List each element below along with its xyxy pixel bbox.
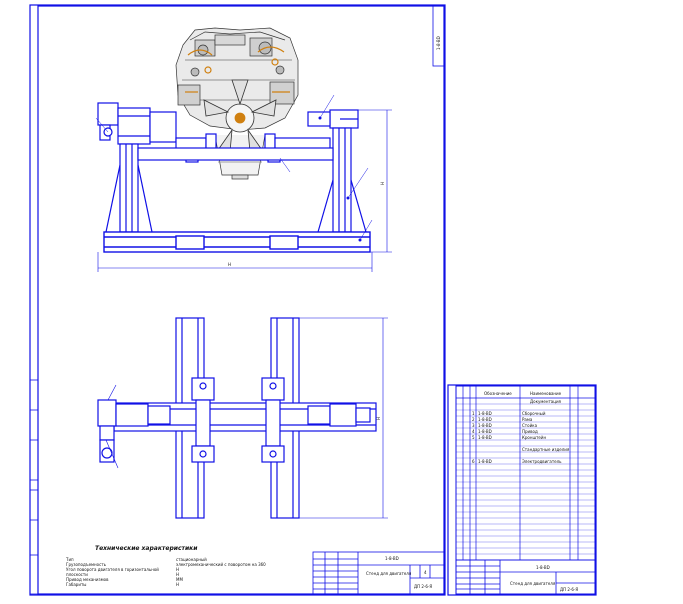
- tech-label-2: Грузоподъемность: [66, 562, 107, 567]
- spec-row-name: Стандартные изделия: [522, 447, 570, 452]
- title-block-1: [312, 551, 445, 595]
- spec-row-name: Рама: [522, 417, 533, 422]
- spec-row-name: Кронштейн: [522, 435, 546, 440]
- title-sheet-code: ДП 2-6-Я: [414, 584, 432, 589]
- tech-value-1: стационарный: [176, 557, 207, 562]
- left-column: [105, 143, 153, 233]
- spec-row-lines: [456, 403, 595, 555]
- left-drive-unit: [97, 102, 177, 145]
- title-doc-code: 1-8-BD: [385, 556, 399, 561]
- spec-section-header: Документация: [530, 399, 562, 404]
- title-block-2: [455, 559, 596, 595]
- tech-label-1: Тип: [65, 557, 74, 562]
- spec-doc-code: 1-8-BD: [536, 565, 550, 570]
- plan-view: [97, 317, 377, 519]
- sheet-2-specification: Обозначение Наименование Документация 1 …: [447, 384, 597, 596]
- cross-beam: [137, 147, 334, 161]
- title-name: Стенд для двигателя: [366, 571, 412, 576]
- spec-grid: [456, 386, 595, 561]
- title-sheet-number: 4: [424, 570, 427, 575]
- tech-value-6: Н: [176, 582, 179, 587]
- top-code-box: 1-8-BD: [432, 5, 445, 67]
- sheet-1: 1-8-BD: [29, 4, 446, 596]
- dim-plan-label: Н: [376, 417, 381, 420]
- tech-value-5: ММ: [176, 577, 183, 582]
- spec-col-name: Наименование: [530, 391, 562, 396]
- top-code-text: 1-8-BD: [436, 36, 441, 50]
- pulley-star: [203, 79, 277, 153]
- tech-value-3: Н: [176, 567, 179, 572]
- right-column: [317, 127, 367, 233]
- tech-label-5: Привод механизмов: [66, 577, 109, 582]
- spec-row-designation: 1-8-BD: [478, 411, 492, 416]
- tech-characteristics: Технические характеристики Тип Грузоподъ…: [65, 545, 266, 587]
- spec-col-designation: Обозначение: [484, 391, 512, 396]
- spec-row-name: Электродвигатель: [522, 459, 562, 464]
- front-view: Н Н: [95, 27, 392, 272]
- spec-row-designation: 1-8-BD: [478, 423, 492, 428]
- tech-heading: Технические характеристики: [95, 545, 198, 552]
- spec-row-name: Привод: [522, 429, 538, 434]
- spec-row-name: Стойка: [522, 423, 538, 428]
- plan-dimensions: [105, 317, 388, 519]
- spec-row-designation: 1-8-BD: [478, 435, 492, 440]
- spec-rows: 1 1-8-BD Сборочный 2 1-8-BD Рама 3 1-8-B…: [472, 411, 570, 464]
- spec-row-designation: 1-8-BD: [478, 417, 492, 422]
- right-bearing: [307, 109, 359, 129]
- spec-row-pos: 1: [472, 411, 475, 416]
- left-margin-stamps: [29, 379, 39, 595]
- leader-lines-front: [95, 94, 373, 241]
- dim-width-label: Н: [228, 262, 231, 267]
- leader-dots: [318, 116, 362, 242]
- dim-height-label: Н: [380, 182, 385, 185]
- engine-accents: [185, 46, 290, 93]
- spec-row-pos: 3: [472, 423, 475, 428]
- base-frame: [103, 231, 371, 253]
- tech-value-4: Н: [176, 572, 179, 577]
- spec-sheet-code: ДП 2-6-Я: [560, 587, 578, 592]
- spec-row-pos: 5: [472, 435, 475, 440]
- spec-row-name: Сборочный: [522, 411, 546, 416]
- tech-value-2: электромеханический с поворотом на 360: [176, 562, 266, 567]
- tech-label-3: Угол поворота двигателя в горизонтальной: [66, 567, 159, 572]
- front-dimensions: [97, 109, 392, 272]
- tech-label-6: Габариты: [66, 582, 86, 587]
- tech-label-4: плоскости: [66, 572, 88, 577]
- spec-row-designation: 1-8-BD: [478, 429, 492, 434]
- spec-row-pos: 2: [472, 417, 475, 422]
- spec-row-designation: 1-8-BD: [478, 459, 492, 464]
- spec-row-pos: 6: [472, 459, 475, 464]
- spec-row-pos: 4: [472, 429, 475, 434]
- spec-title-name: Стенд для двигателя: [510, 581, 556, 586]
